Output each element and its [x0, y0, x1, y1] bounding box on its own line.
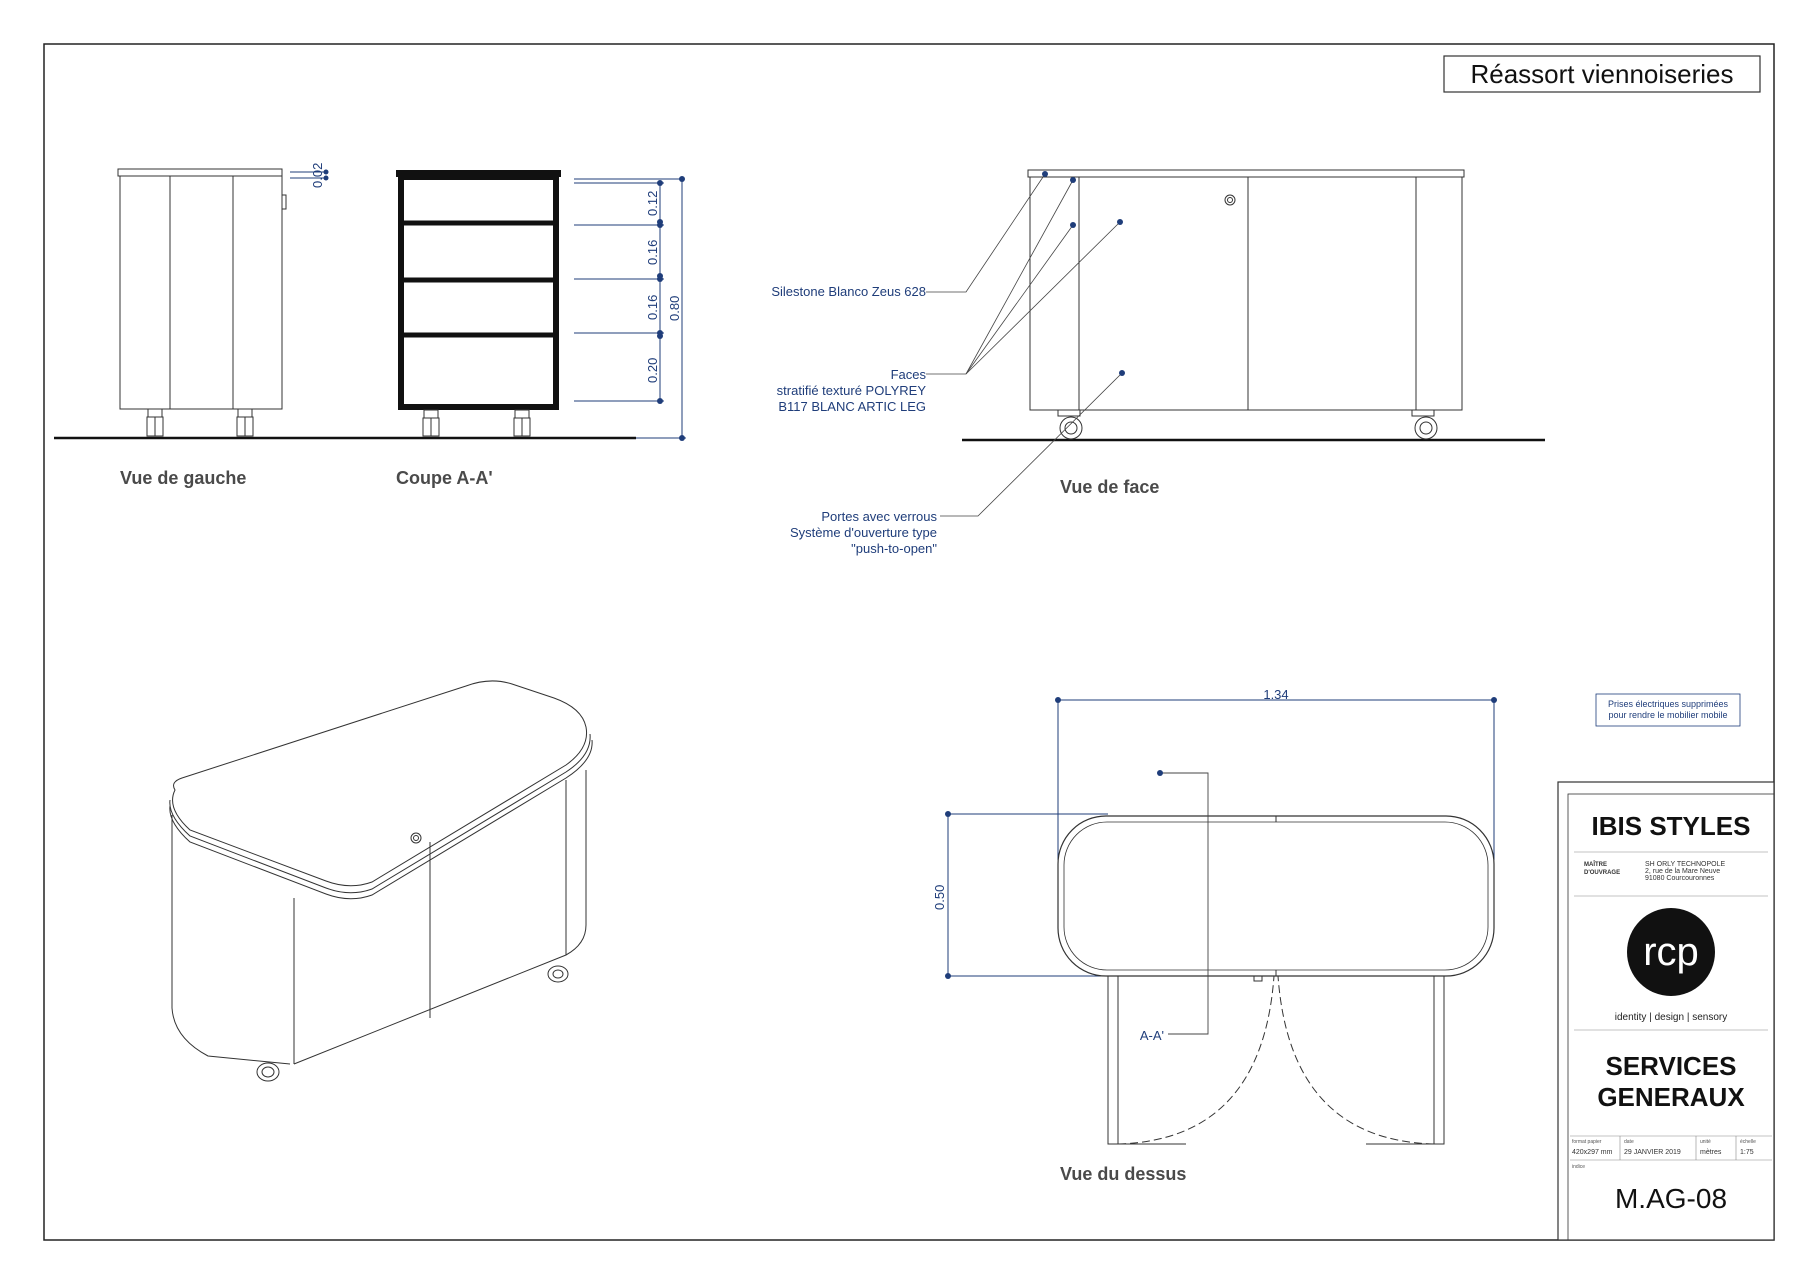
caster-icon — [146, 408, 164, 437]
dim-shelf-3: 0.16 — [645, 295, 660, 320]
caster-icon — [1057, 409, 1083, 440]
section-marker-leader — [1160, 772, 1209, 1035]
meta-format-label: format papier — [1572, 1139, 1602, 1145]
title-block-outer — [1557, 781, 1775, 1241]
owner-label-2: D'OUVRAGE — [1584, 870, 1620, 876]
label-section-view: Coupe A-A' — [396, 468, 493, 488]
iso-body-front — [293, 770, 587, 1065]
drawing-number: M.AG-08 — [1615, 1183, 1727, 1214]
section-dimension-chain — [574, 178, 686, 439]
caster-icon — [422, 409, 440, 437]
caster-icon — [513, 409, 531, 437]
isometric-view — [169, 680, 593, 1082]
dimension-width — [1057, 699, 1495, 860]
iso-top-edge — [169, 733, 591, 894]
meta-date-value: 29 JANVIER 2019 — [1624, 1149, 1681, 1156]
meta-index-label: indice — [1572, 1164, 1585, 1170]
owner-line-2: 2, rue de la Mare Neuve — [1645, 868, 1720, 875]
note-doors-3: "push-to-open" — [851, 541, 937, 556]
note-faces-2: stratifié texturé POLYREY — [777, 383, 927, 398]
front-view-body — [1029, 176, 1463, 411]
section-top — [396, 170, 561, 177]
owner-line-3: 91080 Courcouronnes — [1645, 875, 1715, 882]
client-name: IBIS STYLES — [1592, 811, 1751, 841]
dim-depth: 0.50 — [932, 885, 947, 910]
note-faces-1: Faces — [891, 367, 927, 382]
owner-label-1: MAÎTRE — [1584, 860, 1607, 868]
caster-icon — [256, 1062, 280, 1082]
outlets-note-2: pour rendre le mobilier mobile — [1608, 710, 1727, 720]
door-swing — [1107, 975, 1445, 1145]
department-line-1: SERVICES — [1605, 1051, 1736, 1081]
meta-scale-label: échelle — [1740, 1139, 1756, 1145]
leader-lines — [926, 173, 1123, 517]
lock-icon — [1224, 194, 1236, 206]
top-view — [945, 697, 1497, 1145]
meta-format-value: 420x297 mm — [1572, 1149, 1613, 1156]
left-view-body — [119, 175, 283, 410]
outlets-note-1: Prises électriques supprimées — [1608, 699, 1729, 709]
dim-total-height: 0.80 — [667, 296, 682, 321]
note-doors-1: Portes avec verrous — [821, 509, 937, 524]
front-view — [962, 169, 1545, 442]
dim-shelf-1: 0.12 — [645, 191, 660, 216]
top-view-counter-inner — [1063, 821, 1489, 971]
dim-shelf-4: 0.20 — [645, 358, 660, 383]
lock-icon — [410, 832, 422, 844]
left-view-handle — [281, 194, 287, 210]
note-doors-2: Système d'ouverture type — [790, 525, 937, 540]
iso-top-surface — [172, 680, 588, 887]
dimension-depth — [947, 813, 1108, 977]
left-view-top — [117, 168, 283, 177]
meta-scale-value: 1:75 — [1740, 1149, 1754, 1156]
section-marker-label: A-A' — [1140, 1028, 1164, 1043]
drawing-title-box: Réassort viennoiseries — [1443, 55, 1761, 93]
iso-body-left — [171, 815, 291, 1065]
title-block-inner — [1567, 793, 1775, 1241]
note-faces-3: B117 BLANC ARTIC LEG — [778, 399, 926, 414]
tagline: identity | design | sensory — [1615, 1012, 1727, 1023]
title-block: IBIS STYLES MAÎTRE D'OUVRAGE SH ORLY TEC… — [1557, 781, 1775, 1241]
meta-unit-label: unité — [1700, 1139, 1711, 1145]
drawing-title: Réassort viennoiseries — [1470, 59, 1733, 89]
dim-shelf-2: 0.16 — [645, 240, 660, 265]
dim-top-thickness: 0.02 — [310, 163, 325, 188]
rcp-logo-text: rcp — [1643, 930, 1699, 974]
lock-icon — [413, 835, 419, 841]
note-top-material: Silestone Blanco Zeus 628 — [771, 284, 926, 299]
outlets-note: Prises électriques supprimées pour rendr… — [1595, 693, 1741, 727]
meta-grid — [1570, 1135, 1772, 1161]
caster-icon — [1411, 409, 1438, 440]
rcp-logo — [1627, 908, 1715, 996]
dim-width: 1.34 — [1263, 687, 1288, 702]
left-view — [54, 168, 636, 440]
top-view-counter — [1057, 815, 1495, 977]
iso-top-edge — [169, 739, 593, 900]
section-carcass — [398, 174, 559, 410]
front-view-top — [1027, 169, 1465, 178]
meta-date-label: date — [1624, 1139, 1634, 1145]
label-top-view: Vue du dessus — [1060, 1164, 1186, 1184]
owner-line-1: SH ORLY TECHNOPOLE — [1645, 861, 1725, 868]
section-view — [396, 170, 686, 441]
sheet-frame — [43, 43, 1775, 1241]
lock-icon — [1227, 197, 1233, 203]
meta-unit-value: mètres — [1700, 1149, 1722, 1156]
label-front-view: Vue de face — [1060, 477, 1159, 497]
leader-dots — [1042, 171, 1125, 376]
department-line-2: GENERAUX — [1597, 1082, 1745, 1112]
caster-icon — [547, 965, 569, 983]
title-box-border — [1443, 55, 1761, 93]
label-left-view: Vue de gauche — [120, 468, 246, 488]
caster-icon — [236, 408, 254, 437]
